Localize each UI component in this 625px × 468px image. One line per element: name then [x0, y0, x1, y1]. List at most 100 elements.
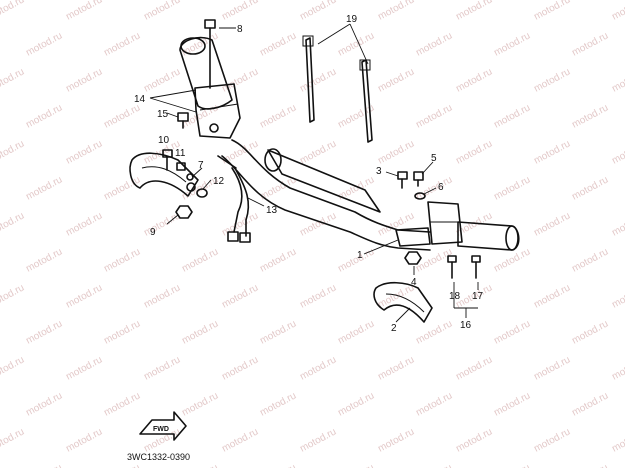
watermark-text: motod.ru: [24, 318, 64, 346]
watermark-text: motod.ru: [610, 210, 625, 238]
watermark-text: motod.ru: [532, 354, 572, 382]
callout-4: 4: [411, 277, 417, 288]
watermark-text: motod.ru: [532, 426, 572, 454]
watermark-text: motod.ru: [142, 210, 182, 238]
callout-2: 2: [391, 323, 397, 334]
watermark-text: motod.ru: [532, 282, 572, 310]
nut-4: [404, 251, 422, 265]
watermark-text: motod.ru: [220, 426, 260, 454]
callout-9: 9: [150, 227, 156, 238]
watermark-text: motod.ru: [0, 210, 26, 238]
watermark-text: motod.ru: [610, 354, 625, 382]
right-grip: [457, 221, 520, 251]
callout-13: 13: [266, 205, 278, 216]
fwd-label: FWD: [153, 426, 169, 433]
screw-17: [471, 255, 481, 279]
leader-lines: [149, 23, 479, 323]
watermark-text: motod.ru: [376, 354, 416, 382]
watermark-text: motod.ru: [298, 210, 338, 238]
watermark-text: motod.ru: [258, 246, 298, 274]
watermark-text: motod.ru: [532, 138, 572, 166]
watermark-text: motod.ru: [258, 102, 298, 130]
watermark-text: motod.ru: [0, 426, 26, 454]
callout-10: 10: [158, 135, 170, 146]
watermark-text: motod.ru: [532, 0, 572, 23]
watermark-text: motod.ru: [64, 282, 104, 310]
watermark-text: motod.ru: [64, 0, 104, 23]
watermark-text: motod.ru: [492, 390, 532, 418]
watermark-text: motod.ru: [258, 390, 298, 418]
washer-6: [414, 192, 426, 200]
watermark-text: motod.ru: [142, 66, 182, 94]
watermark-text: motod.ru: [180, 390, 220, 418]
watermark-text: motod.ru: [180, 246, 220, 274]
watermark-text: motod.ru: [0, 138, 26, 166]
watermark-text: motod.ru: [610, 138, 625, 166]
watermark-text: motod.ru: [336, 318, 376, 346]
right-lever-holder: [395, 201, 463, 247]
watermark-text: motod.ru: [454, 66, 494, 94]
watermark-text: motod.ru: [570, 246, 610, 274]
watermark-text: motod.ru: [24, 390, 64, 418]
watermark-text: motod.ru: [492, 462, 532, 468]
watermark-text: motod.ru: [24, 174, 64, 202]
watermark-text: motod.ru: [220, 282, 260, 310]
watermark-text: motod.ru: [376, 426, 416, 454]
watermark-text: motod.ru: [64, 66, 104, 94]
nut-9: [175, 205, 193, 219]
bolt-3: [397, 171, 408, 189]
callout-15: 15: [157, 109, 169, 120]
callout-7: 7: [198, 160, 204, 171]
watermark-text: motod.ru: [492, 318, 532, 346]
watermark-text: motod.ru: [492, 102, 532, 130]
bolt-5: [413, 171, 424, 187]
callout-17: 17: [472, 291, 484, 302]
watermark-text: motod.ru: [298, 354, 338, 382]
callout-12: 12: [213, 176, 225, 187]
watermark-text: motod.ru: [610, 0, 625, 23]
fwd-arrow-icon: FWD: [139, 411, 187, 441]
watermark-text: motod.ru: [298, 0, 338, 23]
watermark-text: motod.ru: [376, 66, 416, 94]
watermark-text: motod.ru: [454, 354, 494, 382]
callout-6: 6: [438, 182, 444, 193]
right-lever: [373, 281, 433, 323]
bolt-10: [162, 149, 173, 171]
watermark-text: motod.ru: [570, 318, 610, 346]
watermark-text: motod.ru: [64, 354, 104, 382]
watermark-text: motod.ru: [336, 462, 376, 468]
callout-14: 14: [134, 94, 146, 105]
watermark-text: motod.ru: [180, 318, 220, 346]
watermark-text: motod.ru: [220, 0, 260, 23]
nut-11: [176, 162, 186, 171]
collar-12: [196, 188, 208, 198]
watermark-text: motod.ru: [220, 354, 260, 382]
watermark-text: motod.ru: [336, 390, 376, 418]
watermark-text: motod.ru: [570, 174, 610, 202]
watermark-text: motod.ru: [376, 0, 416, 23]
watermark-text: motod.ru: [570, 462, 610, 468]
watermark-text: motod.ru: [102, 174, 142, 202]
watermark-text: motod.ru: [298, 66, 338, 94]
watermark-text: motod.ru: [610, 282, 625, 310]
watermark-text: motod.ru: [142, 282, 182, 310]
watermark-text: motod.ru: [180, 462, 220, 468]
watermark-text: motod.ru: [0, 0, 26, 23]
watermark-text: motod.ru: [454, 138, 494, 166]
watermark-text: motod.ru: [258, 462, 298, 468]
watermark-text: motod.ru: [492, 174, 532, 202]
watermark-text: motod.ru: [454, 426, 494, 454]
callout-8: 8: [237, 24, 243, 35]
callout-16: 16: [460, 320, 472, 331]
clutch-switch-13: [217, 155, 251, 243]
watermark-text: motod.ru: [142, 0, 182, 23]
watermark-text: motod.ru: [142, 354, 182, 382]
left-grip: [179, 36, 233, 110]
drawing-code: 3WC1332-0390: [127, 452, 190, 462]
watermark-text: motod.ru: [102, 390, 142, 418]
left-lever: [129, 152, 199, 197]
watermark-text: motod.ru: [24, 30, 64, 58]
watermark-text: motod.ru: [24, 246, 64, 274]
